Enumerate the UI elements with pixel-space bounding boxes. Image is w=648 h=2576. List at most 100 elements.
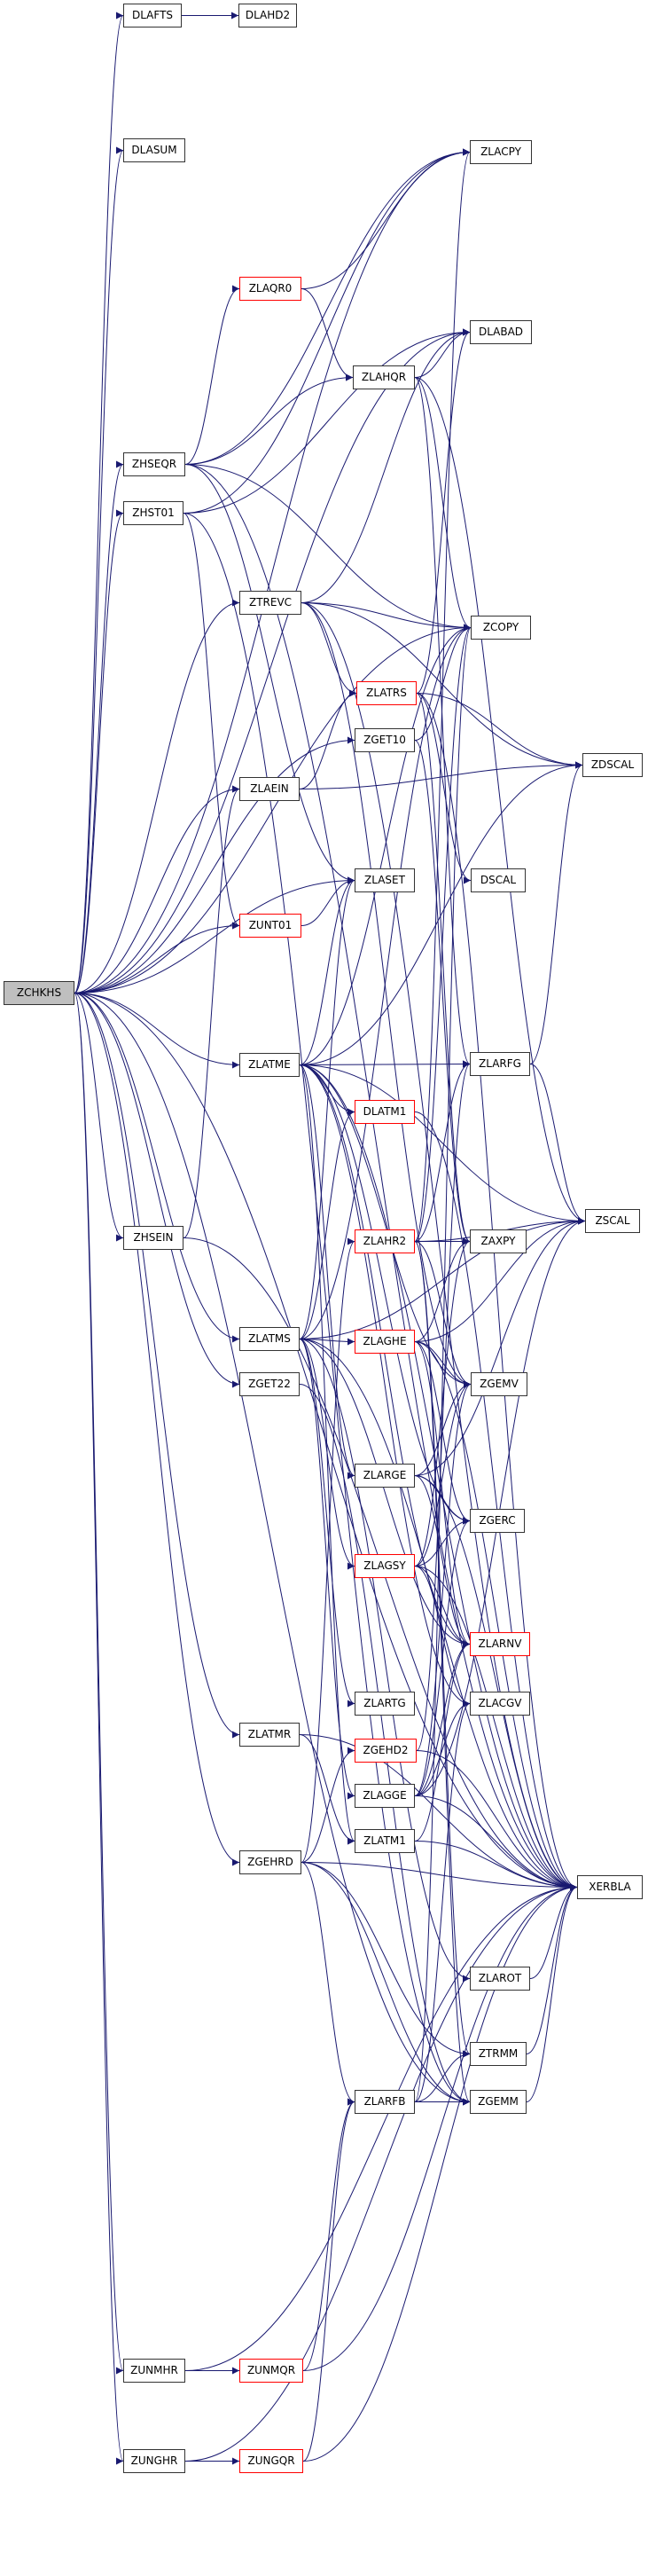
node-zcopy[interactable]: ZCOPY: [471, 616, 531, 640]
edge-zhseqr-to-zlahqr: [184, 373, 354, 465]
edge-zchkhs-to-zlaein: [74, 785, 240, 993]
node-zhseqr[interactable]: ZHSEQR: [123, 452, 185, 476]
node-zhsein[interactable]: ZHSEIN: [123, 1226, 183, 1250]
edge-zunmhr-to-xerbla: [184, 1883, 578, 2371]
edge-zlahr2-to-zgemv: [414, 1241, 472, 1388]
edge-zchkhs-to-zunt01: [74, 922, 240, 993]
node-zdscal[interactable]: ZDSCAL: [582, 753, 643, 777]
edge-zchkhs-to-dlabad: [74, 328, 471, 993]
edge-zlatme-to-zscal: [299, 1064, 586, 1225]
node-zungqr[interactable]: ZUNGQR: [239, 2449, 303, 2473]
node-dlatm1[interactable]: DLATM1: [355, 1100, 415, 1124]
edge-zchkhs-to-zcopy: [74, 624, 472, 993]
node-zaxpy[interactable]: ZAXPY: [470, 1229, 527, 1253]
node-dlasum[interactable]: DLASUM: [123, 138, 185, 162]
node-zlahr2[interactable]: ZLAHR2: [355, 1229, 415, 1253]
node-zgehrd[interactable]: ZGEHRD: [239, 1850, 301, 1874]
edge-zgehd2-to-xerbla: [416, 1750, 578, 1891]
node-ztrevc[interactable]: ZTREVC: [239, 591, 301, 615]
edge-zlarot-to-xerbla: [529, 1883, 578, 1979]
edge-zhst01-to-zunt01: [183, 513, 240, 930]
node-zlatms[interactable]: ZLATMS: [239, 1327, 300, 1351]
edge-zlatrs-to-dlabad: [416, 328, 471, 694]
edge-zlatms-to-zlartg: [299, 1339, 355, 1708]
edge-zlaghe-to-zlarnv: [414, 1341, 471, 1648]
node-zget22[interactable]: ZGET22: [239, 1372, 300, 1396]
edge-zlahqr-to-zcopy: [414, 377, 472, 632]
node-zlatmr[interactable]: ZLATMR: [239, 1723, 300, 1747]
edge-zlatme-to-zcopy: [299, 624, 472, 1065]
node-zlagge[interactable]: ZLAGGE: [355, 1784, 415, 1808]
node-zlarfb[interactable]: ZLARFB: [355, 2090, 415, 2114]
node-zlaghe[interactable]: ZLAGHE: [355, 1330, 415, 1354]
edge-ztrevc-to-zcopy: [301, 602, 472, 632]
edge-zlatms-to-dlatm1: [299, 1108, 355, 1339]
node-zchkhs[interactable]: ZCHKHS: [4, 981, 74, 1005]
edge-zlaghe-to-xerbla: [414, 1341, 578, 1891]
edge-zlatms-to-xerbla: [299, 1339, 578, 1891]
edge-zchkhs-to-zget22: [74, 993, 240, 1388]
node-dlafts[interactable]: DLAFTS: [123, 4, 182, 27]
node-zunt01[interactable]: ZUNT01: [239, 914, 301, 938]
node-xerbla[interactable]: XERBLA: [577, 1875, 643, 1899]
node-zget10[interactable]: ZGET10: [355, 728, 415, 752]
node-zlarnv[interactable]: ZLARNV: [470, 1632, 530, 1656]
edge-zhsein-to-zlaein: [183, 785, 240, 1238]
edge-zchkhs-to-zhseqr: [74, 460, 124, 993]
edge-zlatme-to-zlarfg: [299, 1060, 471, 1068]
node-zlaset[interactable]: ZLASET: [355, 868, 415, 892]
node-zgemm[interactable]: ZGEMM: [470, 2090, 527, 2114]
node-ztrmm[interactable]: ZTRMM: [470, 2042, 527, 2066]
edge-zchkhs-to-zlacpy: [74, 148, 471, 993]
edge-zchkhs-to-zlaset: [74, 876, 355, 993]
edge-zgehrd-to-zgehd2: [301, 1747, 355, 1863]
edge-zgehrd-to-zgemm: [301, 1862, 471, 2106]
node-dlahd2[interactable]: DLAHD2: [238, 4, 297, 27]
node-zlarfg[interactable]: ZLARFG: [470, 1052, 530, 1076]
edge-zlaein-to-zdscal: [299, 761, 583, 789]
node-zgemv[interactable]: ZGEMV: [471, 1372, 527, 1396]
edge-ztrmm-to-xerbla: [526, 1883, 578, 2054]
edge-zlarfg-to-zdscal: [529, 761, 583, 1064]
node-zunmhr[interactable]: ZUNMHR: [123, 2359, 185, 2383]
edge-zhseqr-to-zlaset: [184, 464, 355, 884]
node-zhst01[interactable]: ZHST01: [123, 501, 183, 525]
edge-zgehrd-to-xerbla: [301, 1862, 578, 1891]
edge-zlahr2-to-zcopy: [414, 624, 472, 1242]
node-zlarot[interactable]: ZLAROT: [470, 1967, 530, 1991]
node-zgehd2[interactable]: ZGEHD2: [355, 1739, 417, 1763]
edge-dlatm1-to-xerbla: [414, 1111, 578, 1891]
edge-zlaqr0-to-zlahqr: [301, 288, 354, 381]
node-zlacpy[interactable]: ZLACPY: [470, 140, 532, 164]
edge-ztrevc-to-zgemv: [301, 602, 472, 1388]
node-zlartg[interactable]: ZLARTG: [355, 1692, 415, 1716]
edge-zunmqr-to-xerbla: [302, 1883, 578, 2371]
node-zlaein[interactable]: ZLAEIN: [239, 777, 300, 801]
node-zunghr[interactable]: ZUNGHR: [123, 2449, 185, 2473]
node-zlacgv[interactable]: ZLACGV: [470, 1692, 530, 1716]
edge-zunmqr-to-zlarfb: [302, 2098, 355, 2371]
node-zlatm1[interactable]: ZLATM1: [355, 1829, 415, 1853]
edge-ztrevc-to-dlabad: [301, 328, 471, 603]
node-zlagsy[interactable]: ZLAGSY: [355, 1554, 415, 1578]
edge-zlagsy-to-zgemv: [414, 1380, 472, 1567]
edge-zlatms-to-zcopy: [299, 624, 472, 1339]
node-zunmqr[interactable]: ZUNMQR: [239, 2359, 303, 2383]
node-zlahqr[interactable]: ZLAHQR: [353, 365, 415, 389]
edge-zlahqr-to-dlabad: [414, 328, 471, 378]
edge-zlagsy-to-zgerc: [414, 1517, 471, 1567]
edge-zlarge-to-zgemv: [414, 1380, 472, 1476]
edge-zchkhs-to-dlasum: [74, 146, 124, 993]
node-dlabad[interactable]: DLABAD: [470, 320, 532, 344]
node-zgerc[interactable]: ZGERC: [470, 1509, 525, 1533]
node-zlarge[interactable]: ZLARGE: [355, 1464, 415, 1488]
edge-zhseqr-to-zlaqr0: [184, 285, 240, 465]
node-dscal[interactable]: DSCAL: [471, 868, 526, 892]
node-zlaqr0[interactable]: ZLAQR0: [239, 277, 301, 301]
node-zscal[interactable]: ZSCAL: [585, 1209, 640, 1233]
edge-zchkhs-to-zhsein: [74, 993, 124, 1242]
edge-zlatrs-to-zaxpy: [416, 693, 471, 1245]
node-zlatrs[interactable]: ZLATRS: [356, 681, 417, 705]
edge-zhst01-to-zlacpy: [183, 148, 471, 514]
node-zlatme[interactable]: ZLATME: [239, 1053, 300, 1077]
